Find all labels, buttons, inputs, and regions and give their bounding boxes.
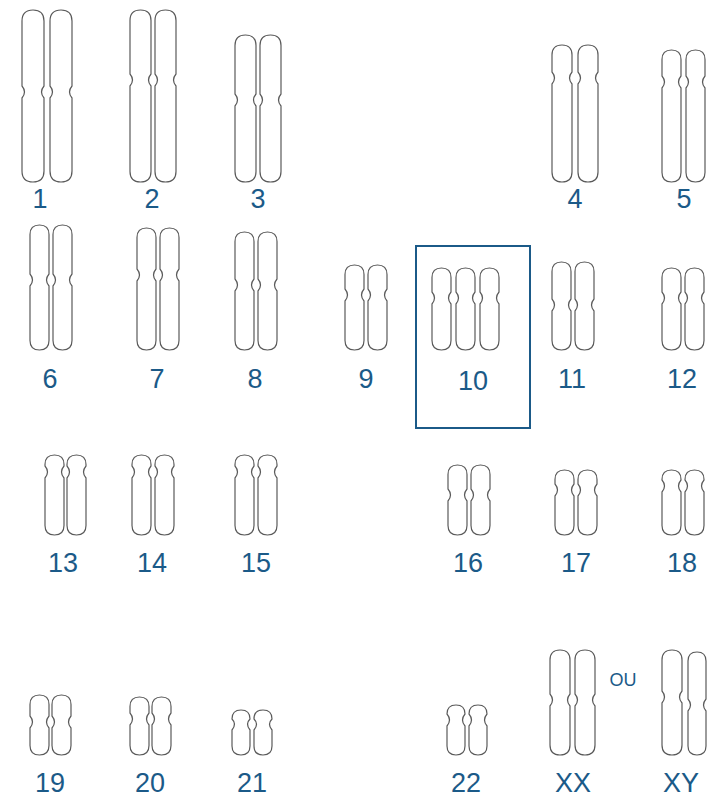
chromosome-shape xyxy=(575,650,595,755)
chromosome-number: 11 xyxy=(558,366,586,393)
chromosome-number: 3 xyxy=(250,186,265,213)
chromosome-shape xyxy=(575,262,594,350)
chromosome-shape xyxy=(471,465,490,535)
chromosome-shape xyxy=(160,228,179,350)
chromosome-number: 8 xyxy=(247,366,262,393)
chromosome-number: 5 xyxy=(676,186,691,213)
chromosome-number: 21 xyxy=(237,770,267,797)
chromosome-shape xyxy=(155,455,174,535)
highlight-box: 10 xyxy=(415,245,531,429)
chromosome-shape xyxy=(368,265,387,350)
chromosome-shape xyxy=(22,10,44,182)
chromosome-shape xyxy=(130,697,149,755)
chromosome-shape xyxy=(469,705,487,755)
chromosome-shape xyxy=(254,710,272,755)
chromosome-shape xyxy=(578,45,598,182)
chromosome-shape xyxy=(550,650,570,755)
chromosome-number: 6 xyxy=(42,366,57,393)
chromosome-shape xyxy=(662,650,682,755)
chromosome-number: 7 xyxy=(149,366,164,393)
chromosome-shape xyxy=(480,268,499,350)
chromosome-number: 4 xyxy=(567,186,582,213)
chromosome-number: 15 xyxy=(241,550,271,577)
chromosome-number: 2 xyxy=(144,186,159,213)
chromosome-number: 13 xyxy=(48,550,78,577)
chromosome-number: 22 xyxy=(451,770,481,797)
chromosome-shape xyxy=(45,455,64,535)
chromosome-shape xyxy=(137,228,156,350)
chromosome-shape xyxy=(235,232,254,350)
chromosome-shape xyxy=(555,470,574,535)
chromosome-shape xyxy=(578,470,597,535)
chromosome-shape xyxy=(235,35,256,182)
chromosome-shape xyxy=(552,45,572,182)
chromosome-shape xyxy=(258,455,277,535)
chromosome-shape xyxy=(258,232,277,350)
chromosome-shape xyxy=(447,705,465,755)
chromosome-number: XY xyxy=(663,770,699,797)
chromosome-number: 12 xyxy=(667,366,697,393)
chromosome-shape xyxy=(152,697,171,755)
chromosome-shape xyxy=(30,225,49,350)
chromosome-number: 9 xyxy=(358,366,373,393)
chromosome-shape xyxy=(50,10,72,182)
chromosome-shape xyxy=(686,50,705,182)
chromosome-shape xyxy=(155,10,176,182)
chromosome-shape xyxy=(662,50,681,182)
chromosome-number: 20 xyxy=(135,770,165,797)
chromosome-shape xyxy=(130,10,151,182)
chromosome-number: 10 xyxy=(458,368,488,395)
chromosome-shape xyxy=(53,225,72,350)
chromosome-shape xyxy=(232,710,250,755)
chromosome-shape xyxy=(432,268,451,350)
chromosome-number: XX xyxy=(555,770,591,797)
chromosome-shape xyxy=(448,465,467,535)
chromosome-shape xyxy=(235,455,254,535)
chromosome-number: 14 xyxy=(137,550,167,577)
chromosome-number: 1 xyxy=(32,186,47,213)
chromosome-number: 19 xyxy=(35,770,65,797)
chromosome-shape xyxy=(30,695,49,755)
chromosome-number: 18 xyxy=(667,550,697,577)
chromosome-shape xyxy=(345,265,364,350)
chromosome-shape xyxy=(260,35,281,182)
chromosome-shape xyxy=(685,470,704,535)
alternative-word: OU xyxy=(610,671,637,689)
chromosome-number: 16 xyxy=(453,550,483,577)
chromosome-shape xyxy=(132,455,151,535)
chromosome-shape xyxy=(456,268,475,350)
chromosome-shape xyxy=(685,268,704,350)
chromosome-shape xyxy=(67,455,86,535)
chromosome-shape xyxy=(52,695,71,755)
chromosome-shape xyxy=(688,652,706,755)
chromosome-number: 17 xyxy=(561,550,591,577)
chromosome-shape xyxy=(552,262,571,350)
chromosome-shape xyxy=(662,470,681,535)
chromosome-shape xyxy=(662,268,681,350)
